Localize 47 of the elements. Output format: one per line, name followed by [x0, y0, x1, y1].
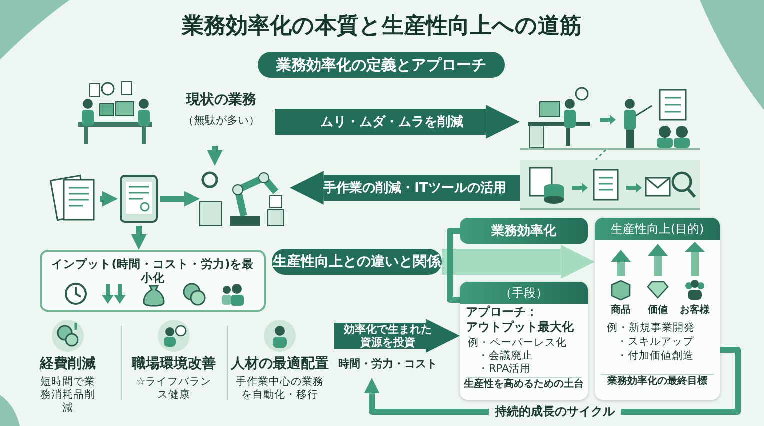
office-presentation-drawing: [520, 86, 700, 150]
icon-caption: 価値: [648, 304, 668, 317]
list-item: ・スキルアップ: [617, 336, 694, 350]
arrow: [207, 146, 223, 166]
edge-label: ムリ・ムダ・ムラを削減: [320, 113, 464, 131]
benefit-heading: 経費削減: [38, 356, 97, 374]
list-item: 例・新規事業開発: [607, 322, 695, 336]
info-card: [595, 218, 720, 400]
arrow: [442, 245, 595, 279]
arrow: [160, 191, 200, 207]
benefit-heading: 人材の最適配置: [230, 356, 330, 374]
list-item: 例・ペーパーレス化: [468, 337, 567, 350]
benefit-description: 短時間で業務消耗品削減: [40, 376, 96, 416]
list-item: ・会議廃止: [478, 350, 533, 364]
list-item: ・付加価値創造: [617, 350, 694, 364]
info-card: [460, 282, 588, 400]
edge-label: 効率化で生まれた資源を投資: [343, 323, 433, 349]
card-heading: アウトプット最大化: [466, 320, 575, 335]
benefit-description: 手作業中心の業務を自動化・移行: [235, 376, 325, 402]
it-tools-drawing: [520, 160, 700, 210]
benefit-description: ☆ライフバランス健康: [135, 376, 213, 402]
note-label: 時間・労力・コスト: [338, 356, 438, 372]
arrow: [100, 191, 118, 207]
connector-line: [447, 228, 460, 303]
node-heading: 現状の業務: [185, 92, 258, 110]
input-panel: [40, 250, 266, 312]
arrow: [131, 226, 147, 250]
section-banner: 業務効率化の定義とアプローチ: [258, 52, 505, 78]
arrow: [290, 171, 520, 205]
icon-caption: お客様: [680, 303, 710, 317]
panel-heading: インプット(時間・コスト・労力)を最小化: [50, 257, 256, 286]
node-note: （無駄が多い）: [182, 114, 261, 128]
card-footer: 生産性を高めるための土台: [462, 379, 586, 392]
edge-label: 持続的成長のサイクル: [489, 404, 621, 420]
list-item: ・RPA活用: [478, 363, 532, 376]
card-footer: 業務効率化の最終目標: [597, 376, 718, 388]
card-header: 生産性向上(目的): [595, 218, 720, 240]
title: 業務効率化の本質と生産性向上への道筋: [182, 12, 582, 41]
column-header-tab: 業務効率化: [460, 218, 588, 244]
benefit-heading: 職場環境改善: [130, 356, 217, 374]
icon-caption: 商品: [611, 303, 631, 317]
connector-line: [595, 149, 607, 161]
tablet-drawing: [118, 172, 160, 226]
card-heading: アプローチ：: [466, 305, 539, 320]
card-header: （手段）: [460, 282, 588, 304]
section-banner: 生産性向上との違いと関係: [272, 249, 442, 275]
edge-label: 手作業の削減・ITツールの活用: [324, 179, 506, 197]
